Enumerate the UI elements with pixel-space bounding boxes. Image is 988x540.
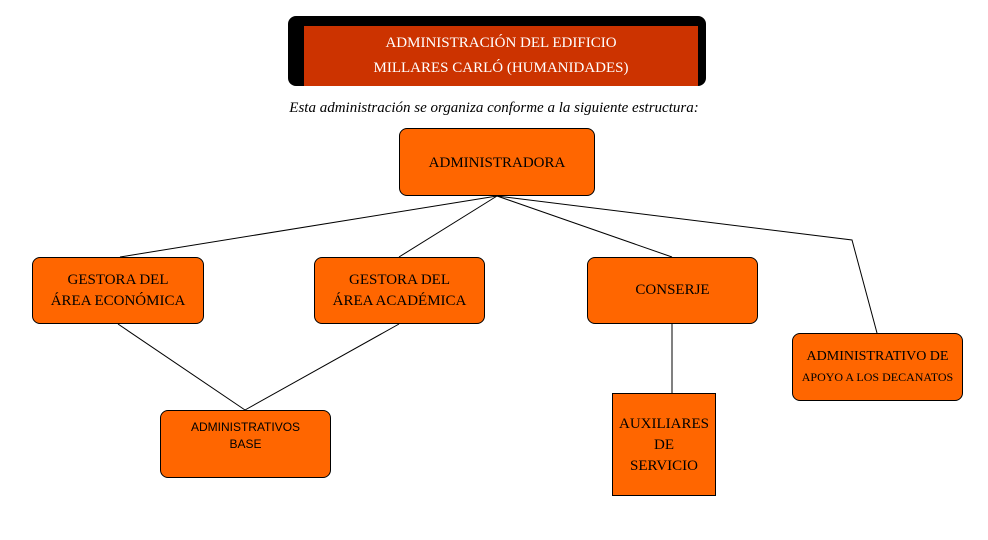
node-gestora-economica-line1: GESTORA DEL (67, 271, 169, 288)
node-auxiliares-line1: AUXILIARES (619, 416, 709, 432)
title-line-2: MILLARES CARLÓ (HUMANIDADES) (373, 60, 629, 76)
node-conserje-label: CONSERJE (635, 282, 710, 298)
node-administrativo-apoyo: ADMINISTRATIVO DE APOYO A LOS DECANATOS (792, 333, 963, 401)
node-administrativos-base-line1: ADMINISTRATIVOS (190, 420, 301, 434)
connector-academica-to-base (244, 323, 400, 411)
connector-admin-to-gestora-economica (119, 195, 498, 258)
title-banner: ADMINISTRACIÓN DEL EDIFICIO MILLARES CAR… (304, 26, 698, 86)
node-administrativos-base: ADMINISTRATIVOS BASE (160, 410, 331, 478)
node-administrativo-apoyo-line1: ADMINISTRATIVO DE (806, 349, 949, 364)
node-administrativos-base-line2: BASE (229, 437, 262, 451)
node-gestora-academica: GESTORA DEL ÁREA ACADÉMICA (314, 257, 485, 324)
node-gestora-academica-line2: ÁREA ACADÉMICA (332, 292, 467, 309)
node-administradora-label: ADMINISTRADORA (428, 155, 566, 171)
subtitle: Esta administración se organiza conforme… (289, 100, 699, 116)
node-gestora-academica-line1: GESTORA DEL (349, 271, 450, 288)
node-gestora-economica: GESTORA DEL ÁREA ECONÓMICA (32, 257, 204, 324)
node-administradora: ADMINISTRADORA (399, 128, 595, 196)
connector-economica-to-base (117, 323, 246, 411)
node-gestora-economica-line2: ÁREA ECONÓMICA (50, 292, 186, 309)
node-auxiliares-line3: SERVICIO (630, 458, 698, 474)
node-conserje: CONSERJE (587, 257, 758, 324)
node-administrativo-apoyo-line2: APOYO A LOS DECANATOS (801, 370, 954, 384)
connector-admin-to-conserje (496, 195, 673, 258)
connector-admin-to-gestora-academica (398, 195, 498, 258)
connector-admin-to-apoyo (496, 195, 878, 334)
node-auxiliares: AUXILIARES DE SERVICIO (612, 393, 716, 496)
title-line-1: ADMINISTRACIÓN DEL EDIFICIO (385, 35, 617, 51)
node-auxiliares-line2: DE (654, 437, 674, 453)
